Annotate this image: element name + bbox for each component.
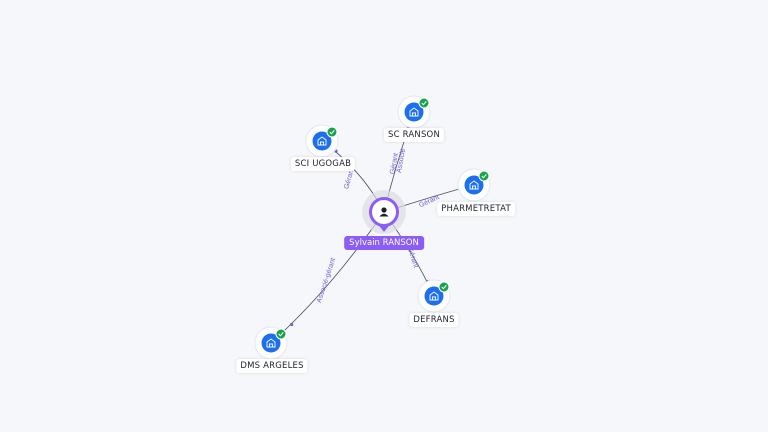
company-node-dot: [261, 333, 281, 353]
person-label[interactable]: Sylvain RANSON: [344, 236, 424, 250]
company-label-sc-ranson[interactable]: SC RANSON: [383, 128, 445, 142]
company-node-dot: [404, 102, 424, 122]
relation-label: Associé: [396, 148, 407, 173]
company-label-sci-ugogab[interactable]: SCI UGOGAB: [290, 157, 356, 171]
verified-check-icon: [418, 97, 430, 109]
building-icon: [317, 136, 327, 146]
building-icon: [266, 338, 276, 348]
company-node-sci-ugogab[interactable]: [305, 124, 339, 158]
verified-check-icon: [478, 170, 490, 182]
building-icon: [429, 291, 439, 301]
company-label-defrans[interactable]: DEFRANS: [409, 313, 459, 327]
company-node-dot: [464, 175, 484, 195]
company-node-sc-ranson[interactable]: [397, 95, 431, 129]
building-icon: [469, 180, 479, 190]
company-node-pharmetretat[interactable]: [457, 168, 491, 202]
building-icon: [409, 107, 419, 117]
company-node-dot: [312, 131, 332, 151]
company-label-dms-argeles[interactable]: DMS ARGELES: [236, 359, 308, 373]
verified-check-icon: [438, 281, 450, 293]
verified-check-icon: [326, 126, 338, 138]
relation-label: Associé-gérant: [316, 257, 337, 304]
relation-label: Gérant: [389, 153, 400, 175]
relation-edge-dms-argeles: [270, 211, 385, 344]
company-node-dms-argeles[interactable]: [254, 326, 288, 360]
company-label-pharmetretat[interactable]: PHARMETRETAT: [437, 202, 515, 216]
relation-arrow: [290, 322, 294, 327]
person-icon: [379, 207, 389, 217]
company-node-dot: [424, 286, 444, 306]
verified-check-icon: [275, 328, 287, 340]
company-node-defrans[interactable]: [417, 279, 451, 313]
person-node[interactable]: [362, 190, 406, 234]
